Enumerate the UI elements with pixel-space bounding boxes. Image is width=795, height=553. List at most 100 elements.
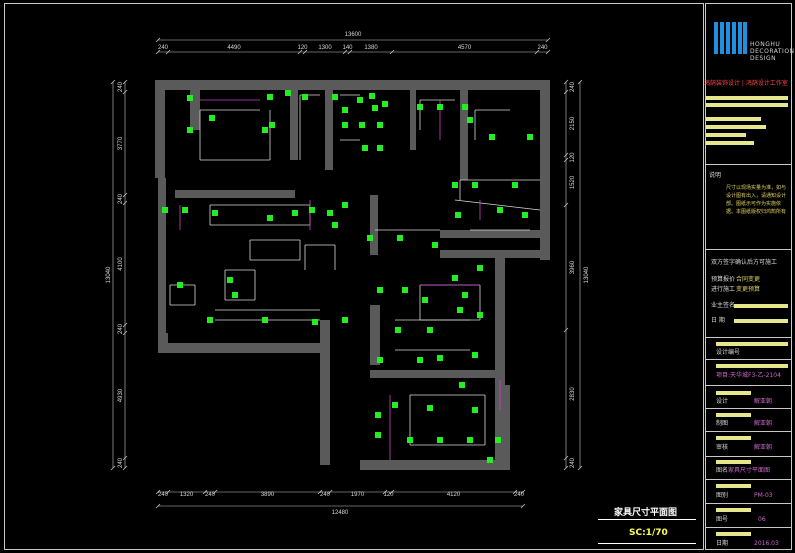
wall-segment	[325, 90, 333, 170]
marker	[452, 182, 458, 188]
dimension-label: 240	[570, 457, 576, 468]
dimension-tick	[122, 455, 128, 461]
dimension-label: 240	[118, 193, 124, 204]
dimension-tick	[155, 489, 161, 495]
dimension-tick	[563, 152, 569, 158]
dimension-tick	[155, 503, 161, 509]
wall-segment	[320, 445, 330, 465]
logo-line-2: DECORATION	[750, 48, 795, 55]
marker	[452, 275, 458, 281]
dimension-label: 240	[205, 492, 216, 498]
redacted-bar	[716, 391, 751, 395]
wall-segment	[285, 80, 345, 90]
marker	[177, 282, 183, 288]
marker	[489, 134, 495, 140]
redacted-bar	[706, 125, 766, 129]
marker	[417, 104, 423, 110]
wall-segment	[155, 168, 165, 178]
divider	[706, 408, 791, 409]
project-value: 项目:天华城F3-乙-2104	[716, 372, 781, 379]
notes-text: 尺寸以现场实量为准，如与设计图有出入，请通知设计部。图纸示可作为实施依据。本图纸…	[726, 185, 787, 215]
marker	[367, 235, 373, 241]
marker	[457, 307, 463, 313]
wall-segment	[360, 460, 505, 470]
drafter-value: 解亚朝	[754, 420, 773, 427]
date2-label: 日期	[716, 540, 729, 547]
dimension-label: 4120	[447, 492, 461, 498]
wall-segment	[158, 333, 168, 343]
redacted-bar	[706, 117, 761, 121]
marker	[487, 457, 493, 463]
budget-label: 预算报价	[711, 276, 736, 283]
marker	[375, 412, 381, 418]
drawing-name-value: 家具尺寸平面图	[728, 467, 771, 474]
wall-segment	[370, 305, 380, 365]
furniture-outline	[454, 199, 541, 211]
dimension-tick	[563, 465, 569, 471]
marker	[477, 265, 483, 271]
wall-segment	[540, 80, 550, 260]
dimension-tick	[327, 489, 333, 495]
drawing-scale: SC:1/70	[629, 528, 668, 538]
dimension-tick	[110, 79, 116, 85]
title-underline	[598, 519, 696, 520]
marker	[497, 207, 503, 213]
marker	[269, 122, 275, 128]
marker	[432, 242, 438, 248]
dimension-label: 240	[118, 323, 124, 334]
marker	[187, 95, 193, 101]
marker	[427, 327, 433, 333]
marker	[312, 319, 318, 325]
marker	[382, 101, 388, 107]
divider	[706, 479, 791, 480]
sheet-value: PM-03	[754, 492, 773, 499]
checker-value: 解亚朝	[754, 444, 773, 451]
marker	[207, 317, 213, 323]
construction-value: 变更预算	[736, 286, 761, 293]
marker	[522, 212, 528, 218]
dimension-tick	[165, 489, 171, 495]
dimension-tick	[563, 202, 569, 208]
marker	[227, 277, 233, 283]
dimension-tick	[347, 49, 353, 55]
dimension-label: 120	[570, 152, 576, 163]
dimension-label: 4490	[227, 45, 241, 51]
marker	[372, 105, 378, 111]
marker	[209, 115, 215, 121]
dimension-tick	[563, 327, 569, 333]
dimension-tick	[389, 49, 395, 55]
wall-segment	[158, 343, 330, 353]
marker	[377, 287, 383, 293]
wall-segment	[500, 385, 510, 470]
marker	[417, 357, 423, 363]
marker	[437, 104, 443, 110]
dimension-tick	[317, 489, 323, 495]
marker	[377, 357, 383, 363]
dimension-label: 13040	[106, 266, 112, 283]
dimension-label: 4570	[458, 45, 472, 51]
dimension-markers	[162, 90, 533, 463]
dimension-tick	[577, 465, 583, 471]
marker	[357, 97, 363, 103]
drawing-name-label: 图名	[716, 467, 729, 474]
marker	[495, 437, 501, 443]
dimension-tick	[110, 465, 116, 471]
dimension-tick	[342, 49, 348, 55]
dimension-tick	[512, 489, 518, 495]
marker	[369, 93, 375, 99]
dimension-label: 240	[158, 45, 169, 51]
marker	[212, 210, 218, 216]
dimension-tick	[534, 49, 540, 55]
marker	[375, 432, 381, 438]
dimension-tick	[122, 330, 128, 336]
dimension-tick	[122, 322, 128, 328]
marker	[395, 327, 401, 333]
marker	[427, 405, 433, 411]
divider	[706, 503, 791, 504]
number-label: 图号	[716, 516, 729, 523]
marker	[187, 127, 193, 133]
dimension-label: 1320	[180, 492, 194, 498]
